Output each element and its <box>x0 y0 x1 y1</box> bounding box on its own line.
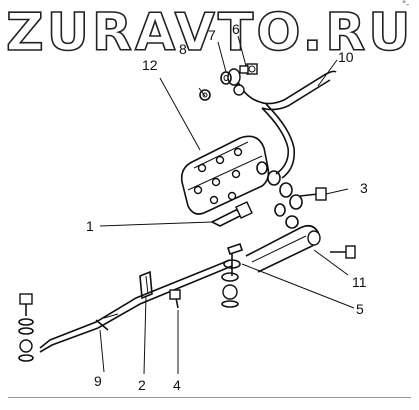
leader-9 <box>99 329 105 373</box>
corner-mark: "- <box>402 0 410 10</box>
callout-3: 3 <box>360 180 368 196</box>
leader-12 <box>159 77 201 151</box>
leader-3 <box>325 188 349 195</box>
bracket-bolt <box>210 201 253 227</box>
callout-6: 6 <box>232 21 240 37</box>
callout-8: 8 <box>179 41 187 57</box>
callout-2: 2 <box>138 377 146 393</box>
leader-8 <box>198 87 206 97</box>
callout-9: 9 <box>94 373 102 389</box>
seal-washers <box>256 161 303 229</box>
callout-12: 12 <box>142 57 158 73</box>
right-bolt <box>299 187 327 201</box>
lever-arm <box>245 224 356 273</box>
leader-1 <box>99 221 213 227</box>
bottom-divider <box>8 397 411 398</box>
washer-lower <box>199 89 211 101</box>
leader-7 <box>217 41 227 73</box>
leader-2 <box>143 295 147 375</box>
fluid-line <box>259 70 337 179</box>
banjo-bolt <box>239 63 258 75</box>
watermark-logo: ZURAVTO.RU <box>6 3 413 63</box>
callout-5: 5 <box>356 301 364 317</box>
clip-bolt <box>169 289 181 309</box>
callout-11: 11 <box>352 274 367 290</box>
callout-10: 10 <box>338 49 354 65</box>
mounting-bracket <box>180 135 270 215</box>
callout-4: 4 <box>173 377 181 393</box>
pivot-pin <box>221 242 244 308</box>
rod-end-bolt <box>18 293 34 362</box>
rod-clip <box>139 270 153 300</box>
leader-5 <box>241 263 355 309</box>
push-rod <box>39 259 233 353</box>
leader-11 <box>313 249 349 276</box>
leader-10 <box>317 59 338 87</box>
callout-1: 1 <box>86 218 94 234</box>
leader-6 <box>237 35 247 67</box>
callout-7: 7 <box>208 27 216 43</box>
